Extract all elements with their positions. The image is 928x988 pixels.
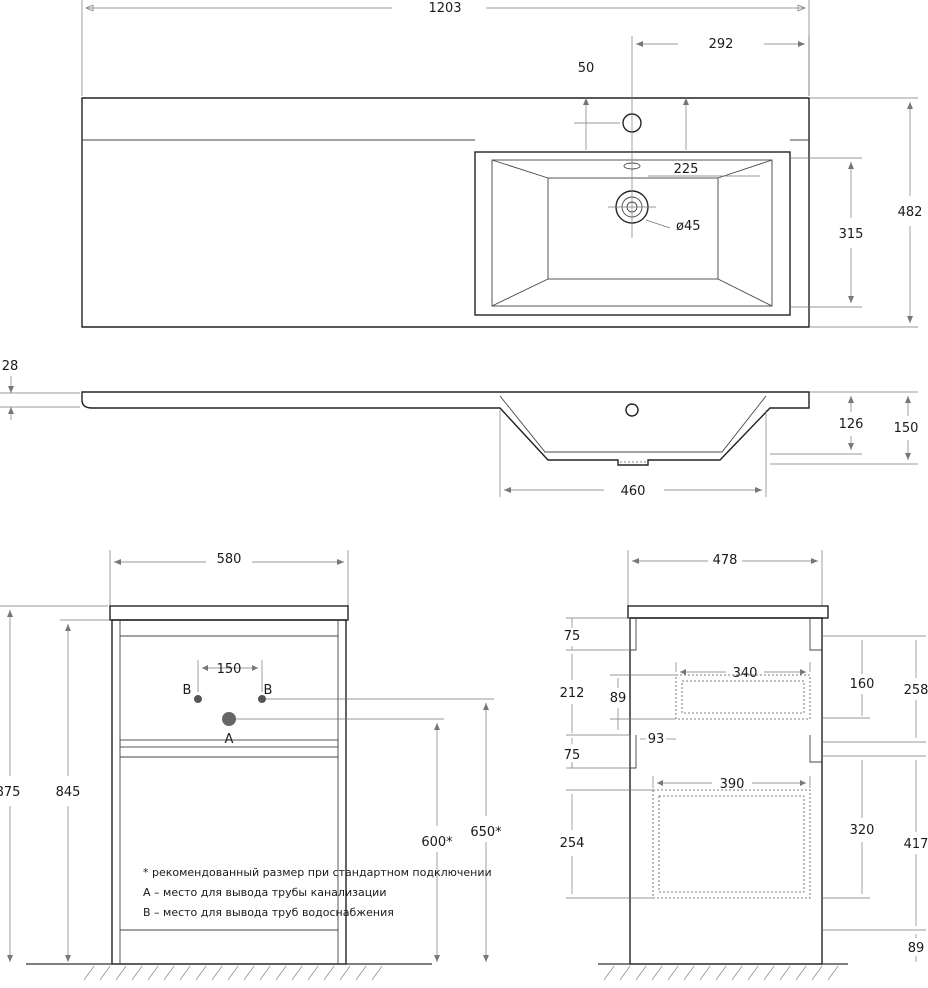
profile-countertop	[627, 605, 829, 619]
dim-front-total-height: 875	[0, 785, 20, 800]
note-recommended: * рекомендованный размер при стандартном…	[143, 866, 492, 879]
front-floor-hatch	[83, 965, 383, 981]
dim-top-width: 1203	[428, 1, 461, 16]
dim-handle-depth: 93	[648, 732, 665, 747]
dim-top-gap: 75	[564, 629, 581, 644]
label-b-right: B	[264, 683, 273, 698]
dim-section2-height: 417	[904, 837, 928, 852]
dim-drawer1-front-inner: 89	[610, 691, 627, 706]
dim-basin-width: 460	[621, 484, 646, 499]
dim-section1-height: 258	[904, 683, 928, 698]
dim-plinth: 89	[908, 941, 925, 956]
drain-outlet-a-icon	[222, 712, 236, 726]
dim-basin-depth: 126	[839, 417, 864, 432]
dim-side-height: 150	[894, 421, 919, 436]
dim-basin-position: 225	[674, 162, 699, 177]
dim-drawer1-depth: 160	[850, 677, 875, 692]
dim-mid-gap: 75	[564, 748, 581, 763]
label-a: A	[225, 732, 234, 747]
overflow-hole-icon	[625, 403, 639, 417]
water-outlet-b-right-icon	[258, 695, 266, 703]
dim-tap-offset: 292	[709, 37, 734, 52]
drawer-1-outline	[675, 674, 811, 720]
countertop-top-outline	[81, 97, 810, 328]
front-view: 580 150 B B A 875	[0, 550, 502, 981]
dim-drawer1-front: 212	[560, 686, 585, 701]
dim-drawer2-front: 254	[560, 836, 585, 851]
dim-drawer2-width: 390	[720, 777, 745, 792]
dim-basin-length: 315	[839, 227, 864, 242]
front-countertop	[109, 605, 349, 621]
basin-outline	[474, 151, 791, 316]
profile-floor-hatch	[603, 965, 839, 981]
dim-drawer2-depth: 320	[850, 823, 875, 838]
basin-floor	[547, 177, 719, 280]
dim-tap-hole-offset: 50	[578, 61, 595, 76]
dim-pipe-spacing: 150	[217, 662, 242, 677]
dim-front-body-height: 845	[56, 785, 81, 800]
dim-drawer1-width: 340	[733, 666, 758, 681]
dim-front-width: 580	[217, 552, 242, 567]
top-view: 1203 ø45 292 50	[81, 0, 923, 328]
note-b: В – место для вывода труб водоснабжения	[143, 906, 394, 919]
dim-total-depth: 482	[898, 205, 923, 220]
label-b-left: B	[183, 683, 192, 698]
dim-drain-diameter: ø45	[676, 219, 701, 234]
side-view: 28 126 150 460	[0, 359, 918, 499]
dim-water-height: 650*	[470, 825, 502, 840]
note-a: А – место для вывода трубы канализации	[143, 886, 386, 899]
dim-drain-height: 600*	[421, 835, 453, 850]
dim-top-thickness: 28	[2, 359, 19, 374]
profile-view: 478 340 390 75	[560, 550, 928, 981]
water-outlet-b-left-icon	[194, 695, 202, 703]
dim-profile-width: 478	[713, 553, 738, 568]
drawer-2-outline	[652, 789, 811, 899]
countertop-side-outline	[81, 391, 810, 466]
